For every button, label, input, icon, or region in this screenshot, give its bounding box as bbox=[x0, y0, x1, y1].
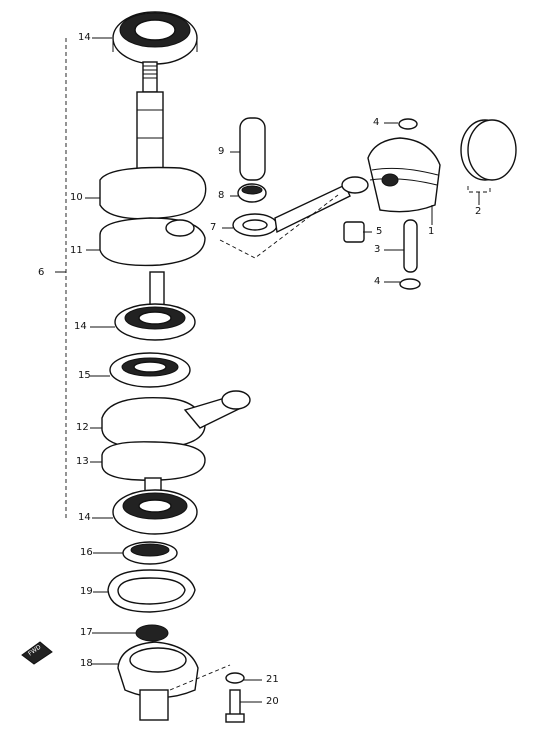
bearing-housing-17-18 bbox=[117, 624, 199, 721]
circlip-4-lower bbox=[399, 278, 421, 290]
needle-bearing-pin-9 bbox=[239, 117, 266, 181]
circlip-4-upper bbox=[398, 118, 418, 130]
label-14-lower: 14 bbox=[78, 512, 91, 523]
bearing-8 bbox=[237, 183, 267, 203]
label-6: 6 bbox=[38, 267, 45, 278]
label-15: 15 bbox=[78, 370, 91, 381]
label-9: 9 bbox=[218, 146, 225, 157]
label-3: 3 bbox=[374, 244, 381, 255]
washer-21 bbox=[225, 672, 245, 684]
label-7: 7 bbox=[210, 222, 217, 233]
piston-1 bbox=[367, 137, 441, 213]
seal-16 bbox=[122, 541, 178, 565]
bearing-5 bbox=[343, 221, 365, 243]
fwd-arrow-icon bbox=[21, 641, 53, 665]
label-11: 11 bbox=[70, 245, 83, 256]
label-10: 10 bbox=[70, 192, 83, 203]
label-21: 21 bbox=[266, 674, 279, 685]
label-19: 19 bbox=[80, 586, 93, 597]
label-13: 13 bbox=[76, 456, 89, 467]
label-12: 12 bbox=[76, 422, 89, 433]
label-4-upper: 4 bbox=[373, 117, 380, 128]
crankshaft-upper bbox=[99, 61, 207, 267]
label-1: 1 bbox=[428, 226, 435, 237]
label-4-lower: 4 bbox=[374, 276, 381, 287]
label-16: 16 bbox=[80, 547, 93, 558]
label-20: 20 bbox=[266, 696, 279, 707]
piston-pin-3 bbox=[403, 219, 418, 273]
label-18: 18 bbox=[80, 658, 93, 669]
crankshaft-lower bbox=[101, 390, 251, 499]
label-14-middle: 14 bbox=[74, 321, 87, 332]
label-14-upper: 14 bbox=[78, 32, 91, 43]
gasket-19 bbox=[107, 569, 196, 613]
upper-bearing-14 bbox=[112, 11, 198, 65]
seal-15 bbox=[109, 352, 191, 388]
lower-bearing-14 bbox=[112, 489, 198, 535]
label-17: 17 bbox=[80, 627, 93, 638]
label-8: 8 bbox=[218, 190, 225, 201]
bolt-20 bbox=[225, 689, 245, 723]
label-5: 5 bbox=[376, 226, 383, 237]
label-2: 2 bbox=[475, 206, 482, 217]
middle-bearing-14 bbox=[114, 271, 196, 341]
connecting-rod-7 bbox=[232, 176, 369, 237]
piston-rings-2 bbox=[460, 119, 517, 181]
